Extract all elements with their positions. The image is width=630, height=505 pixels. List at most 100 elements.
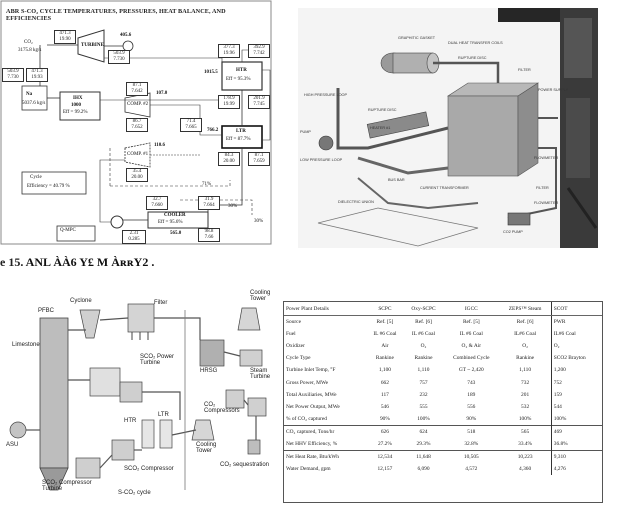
plant-comparison-table: Power Plant Details SCPC Oxy-SCPC IGCC Z…: [283, 301, 603, 503]
table-cell: IL #6 Coal: [366, 328, 404, 340]
plant-label-steam-turbine: Steam Turbine: [250, 368, 282, 380]
header-igcc: IGCC: [443, 302, 499, 316]
plant-label-ltr: LTR: [158, 412, 169, 418]
table-cell: O₂: [499, 340, 551, 352]
split-30-percent-b: 30%: [254, 219, 263, 225]
plant-label-cyclone: Cyclone: [70, 298, 92, 304]
state-box-13: 87.17.659: [248, 152, 270, 166]
table-cell: 469: [551, 425, 602, 438]
table-cell: 10,223: [499, 451, 551, 464]
table-cell: Ref. [5]: [366, 316, 404, 329]
state-box-15: 31.97.664: [198, 196, 220, 210]
table-row-label: Cycle Type: [284, 352, 366, 364]
table-cell: 662: [366, 376, 404, 388]
callout-low-pressure-loop: LOW PRESSURE LOOP: [300, 158, 342, 162]
table-cell: 159: [551, 389, 602, 401]
table-row-label: Turbine Inlet Temp, °F: [284, 364, 366, 376]
table-row: Net HHV Efficiency, %27.2%29.3%32.8%33.4…: [284, 438, 602, 451]
table-cell: 100%: [499, 413, 551, 426]
table-cell: Rankine: [366, 352, 404, 364]
cycle-diagram: ABR S-CO₂ CYCLE TEMPERATURES, PRESSURES,…: [0, 0, 272, 245]
na-flow: 5037.6 kg/s: [22, 101, 45, 107]
comp1-power: 110.6: [154, 143, 165, 149]
callout-current-transformer: CURRENT TRANSFORMER: [420, 186, 469, 190]
table-cell: Air: [366, 340, 404, 352]
ltr-label: LTR: [236, 129, 246, 135]
table-row-label: Source: [284, 316, 366, 329]
state-box-7: 178.919.99: [218, 95, 240, 109]
table-cell: O₂: [551, 340, 602, 352]
table-row-label: Gross Power, MWe: [284, 376, 366, 388]
plant-label-asu: ASU: [6, 442, 18, 448]
split-71-percent: 71%: [202, 182, 211, 188]
table-cell: 624: [404, 425, 443, 438]
table-cell: IL#6 Coal: [551, 328, 602, 340]
figure-caption: e 15. ANL ÀÀ6 Y£ M ÀʀʀY2 .: [0, 255, 154, 270]
table-cell: 1,110: [499, 364, 551, 376]
table-cell: 29.3%: [404, 438, 443, 451]
table-cell: 189: [443, 389, 499, 401]
plant-label-sco2-cycle: S-CO₂ cycle: [118, 490, 151, 496]
table-cell: O₂ & Air: [443, 340, 499, 352]
table-cell: 757: [404, 376, 443, 388]
plant-label-filter: Filter: [154, 300, 167, 306]
table-cell: 546: [366, 401, 404, 413]
table-cell: 9,310: [551, 451, 602, 464]
table-cell: 4,360: [499, 463, 551, 475]
table-cell: 90%: [443, 413, 499, 426]
callout-flowmeter-top: FLOWMETER: [534, 156, 558, 160]
callout-flowmeter-bottom: FLOWMETER: [534, 201, 558, 205]
table-cell: 732: [499, 376, 551, 388]
plant-schematic: Cyclone Filter PFBC Limestone SCO₂ Power…: [0, 290, 282, 505]
table-cell: GT ~ 2,420: [443, 364, 499, 376]
table-cell: 556: [443, 401, 499, 413]
state-box-10: 86.77.652: [126, 118, 148, 132]
callout-bus-bar: BUS BAR: [388, 178, 405, 182]
plant-label-cooling-tower-bottom: Cooling Tower: [196, 442, 230, 454]
header-oxy-scpc: Oxy-SCPC: [404, 302, 443, 316]
table-cell: Rankine: [404, 352, 443, 364]
callout-rupture-disc-top: RUPTURE DISC: [458, 56, 486, 60]
plant-label-hrsg: HRSG: [200, 368, 217, 374]
table-cell: 518: [443, 425, 499, 438]
table-row: Net Heat Rate, Btu/kWh12,53411,64810,505…: [284, 451, 602, 464]
table-cell: 555: [404, 401, 443, 413]
header-scot: SCOT: [551, 302, 602, 316]
callout-rupture-disc-mid: RUPTURE DISC: [368, 108, 396, 112]
co2-label: CO₂: [24, 40, 33, 46]
plant-label-pfbc: PFBC: [38, 308, 54, 314]
table-row-label: % of CO₂ captured: [284, 413, 366, 426]
plant-label-htr: HTR: [124, 418, 136, 424]
table-cell: 743: [443, 376, 499, 388]
callout-co2-pump: CO2 PUMP: [503, 230, 523, 234]
table-row-label: CO₂ captured, Tons/hr: [284, 425, 366, 438]
cooler-label: COOLER: [164, 213, 186, 219]
cooler-duty: 565.0: [170, 231, 181, 237]
table-cell: 4,276: [551, 463, 602, 475]
table-row-label: Water Demand, gpm: [284, 463, 366, 475]
header-scpc: SCPC: [366, 302, 404, 316]
callout-pump: PUMP: [300, 130, 311, 134]
table-row-label: Net Heat Rate, Btu/kWh: [284, 451, 366, 464]
table-row-label: Oxidizer: [284, 340, 366, 352]
plant-schematic-drawing: [0, 290, 282, 505]
state-box-4: 503.97.730: [2, 68, 24, 82]
plant-label-co2-compressors: CO₂ Compressors: [204, 402, 244, 414]
table-cell: Combined Cycle: [443, 352, 499, 364]
table-cell: 117: [366, 389, 404, 401]
table-cell: 33.4%: [499, 438, 551, 451]
split-30-percent-a: 30%: [228, 204, 237, 210]
comparison-table: Power Plant Details SCPC Oxy-SCPC IGCC Z…: [284, 302, 602, 475]
table-cell: IL #6 Coal: [404, 328, 443, 340]
state-box-17: 98.87.66: [198, 228, 220, 242]
table-cell: O₂: [404, 340, 443, 352]
table-cell: 10,505: [443, 451, 499, 464]
table-row: SourceRef. [5]Ref. [6]Ref. [5]Ref. [6]PW…: [284, 316, 602, 329]
ihx-duty: 1000: [71, 103, 81, 109]
plant-label-co2-sequestration: CO₂ sequestration: [220, 462, 269, 468]
